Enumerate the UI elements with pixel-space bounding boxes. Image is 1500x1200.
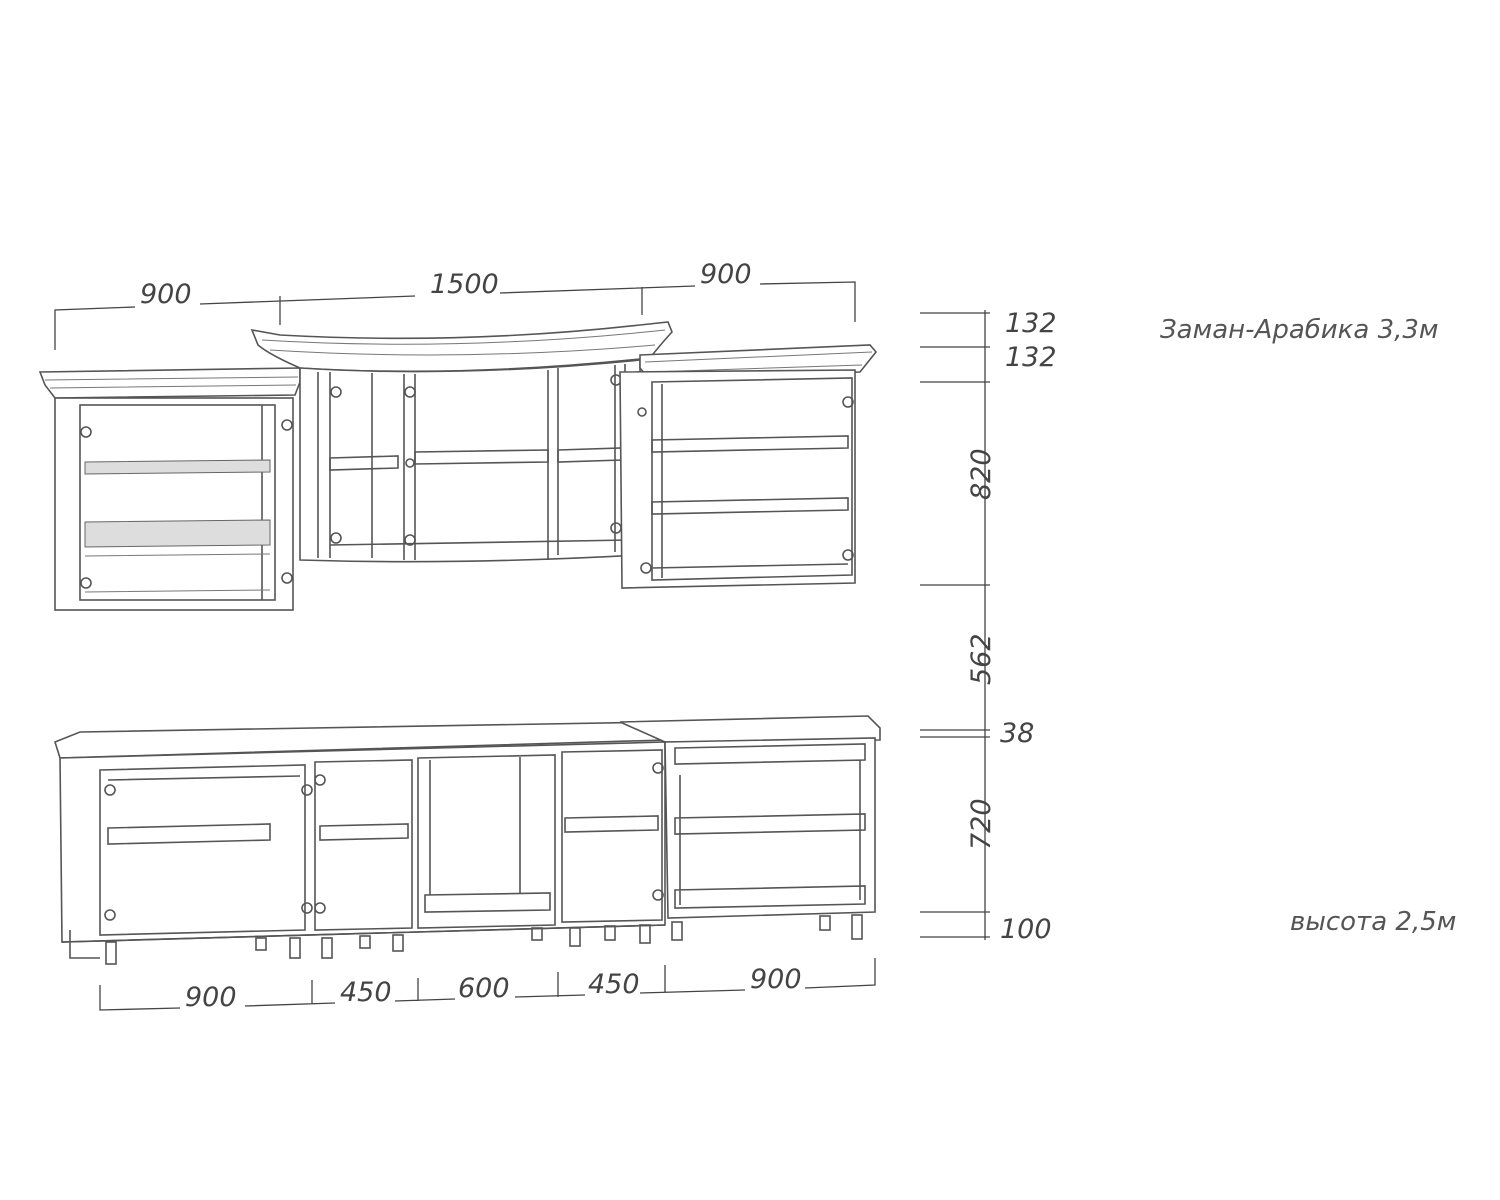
dimension-bottom-1: 900 xyxy=(185,982,237,1013)
dimension-plinth: 100 xyxy=(1000,914,1052,945)
dimension-top-center: 1500 xyxy=(430,269,499,300)
top-dimension-line xyxy=(54,281,856,350)
dimension-bottom-4: 450 xyxy=(588,969,640,1000)
bottom-dimension-line xyxy=(99,958,876,1011)
height-note: высота 2,5м xyxy=(1290,907,1456,937)
dimension-bottom-3: 600 xyxy=(458,973,510,1004)
upper-left-cabinet xyxy=(38,367,301,611)
dimension-upper-height: 820 xyxy=(966,448,997,500)
upper-center-cabinet xyxy=(250,321,673,563)
upper-right-cabinet xyxy=(619,344,878,589)
dimension-cornice-1: 132 xyxy=(1005,308,1057,339)
dimension-gap: 562 xyxy=(966,633,997,685)
right-dimension-line xyxy=(920,310,990,940)
dimension-bottom-5: 900 xyxy=(750,964,802,995)
dimension-countertop: 38 xyxy=(1000,718,1034,749)
dimension-cornice-2: 132 xyxy=(1005,342,1057,373)
dimension-top-left: 900 xyxy=(140,279,192,310)
base-cabinets xyxy=(54,715,881,965)
dimension-top-right: 900 xyxy=(700,259,752,290)
model-title: Заман-Арабика 3,3м xyxy=(1160,315,1439,345)
dimension-base-height: 720 xyxy=(966,798,997,850)
dimension-bottom-2: 450 xyxy=(340,977,392,1008)
